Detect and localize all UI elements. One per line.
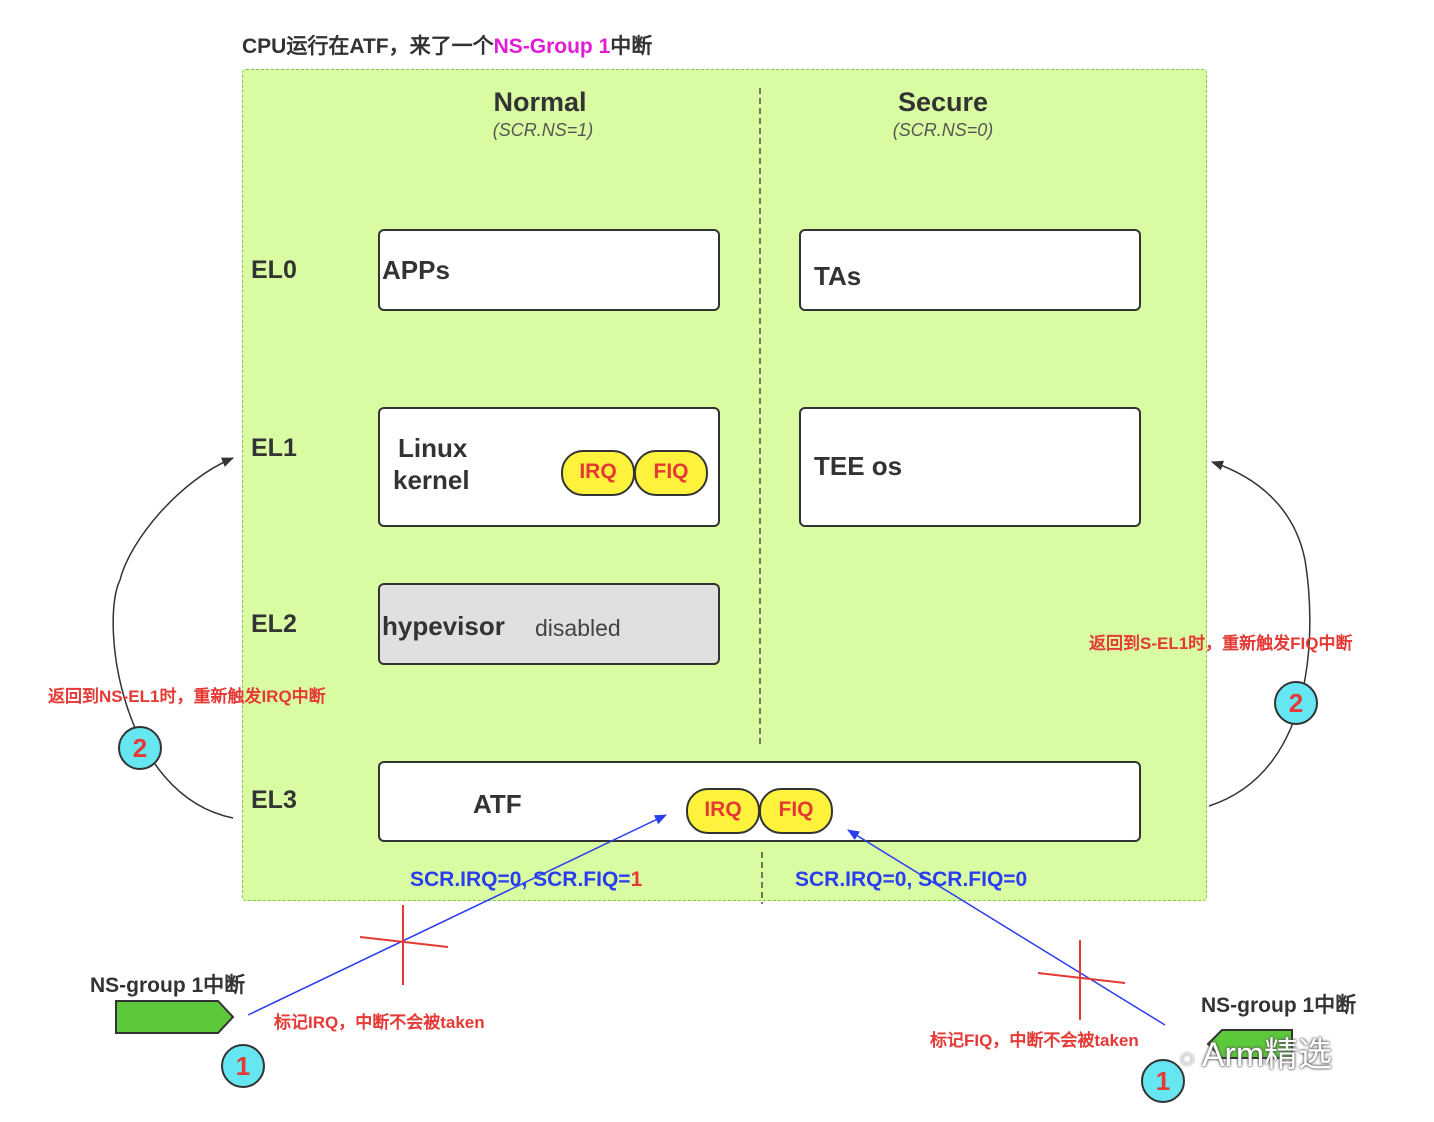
- scr-normal-label: SCR.IRQ=0, SCR.FIQ=1: [410, 868, 642, 892]
- step-1-right-circle: 1: [1141, 1059, 1185, 1103]
- left-mark-note: 标记IRQ，中断不会被taken: [274, 1013, 485, 1032]
- title-prefix: CPU运行在ATF，来了一个: [242, 35, 494, 58]
- step-2-right-circle: 2: [1274, 681, 1318, 725]
- fiq-blocked-cross-h: [1037, 972, 1126, 984]
- linux-irq-pill: IRQ: [561, 450, 635, 496]
- normal-world-title: Normal: [493, 87, 587, 117]
- linux-label-line2: kernel: [393, 465, 470, 495]
- linux-label-line1: Linux: [398, 433, 468, 463]
- linux-fiq-pill: FIQ: [634, 450, 708, 496]
- right-source-label: NS-group 1中断: [1201, 994, 1357, 1017]
- right-return-note: 返回到S-EL1时，重新触发FIQ中断: [1089, 634, 1353, 653]
- scr-secure-label: SCR.IRQ=0, SCR.FIQ=0: [795, 868, 1028, 891]
- apps-label: APPs: [382, 255, 450, 285]
- fiq-source-arrow-shape: [1206, 1029, 1293, 1059]
- atf-label: ATF: [473, 789, 522, 819]
- scr-normal-fiq-value: 1: [630, 868, 643, 891]
- hypervisor-state: disabled: [535, 615, 621, 641]
- secure-world-subtitle: (SCR.NS=0): [892, 120, 994, 140]
- title-highlight: NS-Group 1: [493, 35, 611, 58]
- diagram-title: CPU运行在ATF，来了一个NS-Group 1中断: [242, 30, 652, 60]
- el3-label: EL3: [251, 786, 297, 814]
- watermark-text: ◌ Arm精选: [1180, 1027, 1332, 1076]
- scr-normal-prefix: SCR.IRQ=0, SCR.FIQ=: [410, 868, 631, 891]
- title-suffix: 中断: [610, 35, 653, 58]
- atf-irq-pill: IRQ: [686, 788, 760, 834]
- tas-box: TAs: [799, 229, 1141, 311]
- return-arrow-left: [112, 457, 234, 819]
- el2-label: EL2: [251, 610, 297, 638]
- irq-signal-arrow: [247, 814, 667, 1016]
- el1-label: EL1: [251, 434, 297, 462]
- irq-source-arrow-shape: [115, 1000, 235, 1034]
- step-1-left-circle: 1: [221, 1044, 265, 1088]
- tee-os-label: TEE os: [814, 451, 903, 481]
- irq-blocked-cross-h: [359, 936, 449, 948]
- hypervisor-label: hypevisor: [382, 611, 505, 641]
- wechat-icon: ◌: [1180, 1045, 1195, 1072]
- watermark-label: Arm精选: [1201, 1036, 1333, 1074]
- left-source-label: NS-group 1中断: [90, 974, 246, 997]
- el0-label: EL0: [251, 256, 297, 284]
- apps-box: APPs: [378, 229, 720, 311]
- secure-world-title: Secure: [897, 87, 989, 117]
- left-return-note: 返回到NS-EL1时，重新触发IRQ中断: [48, 687, 326, 706]
- normal-world-subtitle: (SCR.NS=1): [492, 120, 594, 140]
- atf-fiq-pill: FIQ: [759, 788, 833, 834]
- hypervisor-box: hypevisor disabled: [378, 583, 720, 665]
- tas-label: TAs: [814, 261, 862, 291]
- right-mark-note: 标记FIQ，中断不会被taken: [930, 1031, 1139, 1050]
- step-2-left-circle: 2: [118, 726, 162, 770]
- tee-os-box: TEE os: [799, 407, 1141, 527]
- return-arrow-right: [1208, 460, 1311, 807]
- fiq-signal-arrow: [847, 829, 1166, 1026]
